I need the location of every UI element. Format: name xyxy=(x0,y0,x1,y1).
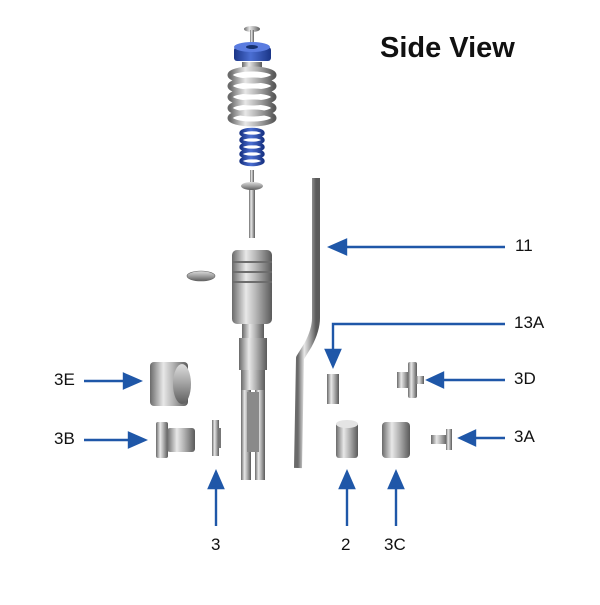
small-washer xyxy=(186,270,216,282)
page-title: Side View xyxy=(380,32,515,64)
callout-label-3: 3 xyxy=(211,535,221,554)
callout-label-3e: 3E xyxy=(54,370,75,389)
part-3-clip xyxy=(212,420,221,456)
gun-body xyxy=(232,250,272,480)
callout-arrows xyxy=(84,238,505,526)
blue-spring xyxy=(239,127,265,167)
callout-label-3a: 3A xyxy=(514,427,535,446)
large-spring xyxy=(227,66,277,127)
callout-label-3b: 3B xyxy=(54,429,75,448)
callout-label-2: 2 xyxy=(341,535,351,554)
part-11-strip xyxy=(294,178,320,469)
part-13a xyxy=(327,374,339,404)
callout-label-3c: 3C xyxy=(384,535,406,554)
blue-cap xyxy=(234,42,271,61)
callout-label-13a: 13A xyxy=(514,313,545,332)
valve-stem xyxy=(241,170,263,238)
top-screw xyxy=(244,26,260,44)
callout-label-11: 11 xyxy=(515,236,533,255)
part-2 xyxy=(336,420,358,458)
part-3d xyxy=(397,362,424,398)
part-3a xyxy=(431,429,452,450)
spacer-ring xyxy=(242,62,262,70)
callout-label-3d: 3D xyxy=(514,369,536,388)
part-3c xyxy=(382,422,410,458)
part-3e xyxy=(150,362,191,406)
part-3b xyxy=(156,422,195,458)
